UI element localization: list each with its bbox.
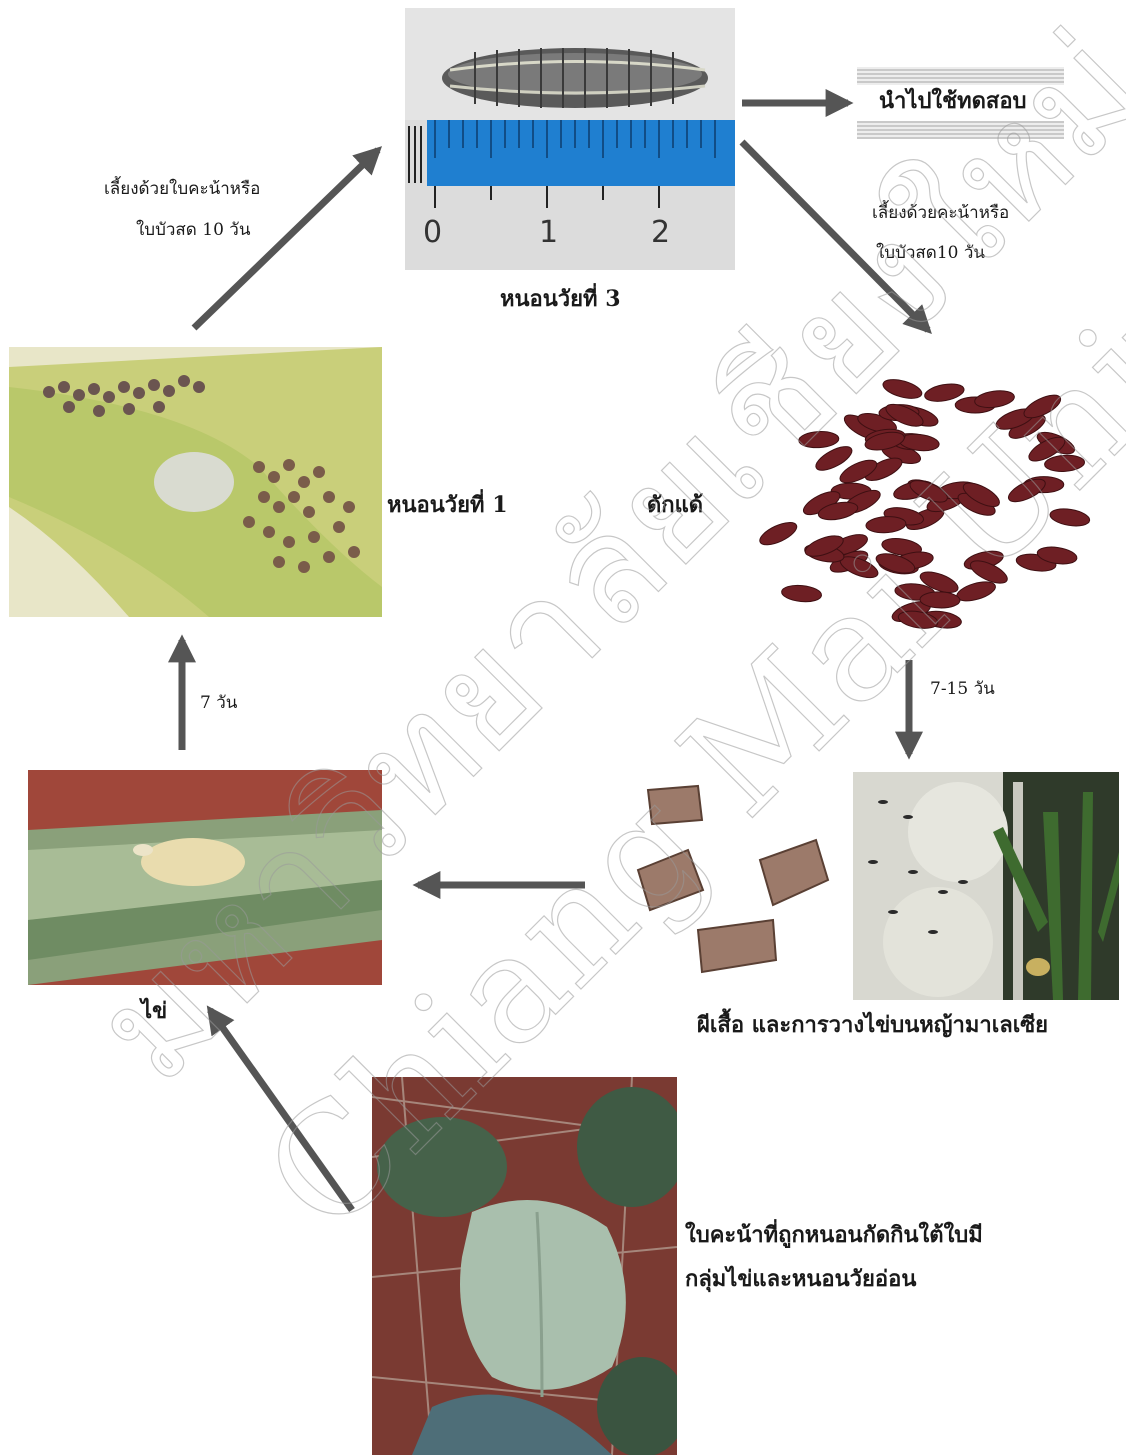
arrow-larva3-to-pupa xyxy=(742,142,928,330)
arrow-larva1-to-larva3 xyxy=(194,150,378,328)
arrow-leaf-to-egg xyxy=(210,1010,352,1210)
